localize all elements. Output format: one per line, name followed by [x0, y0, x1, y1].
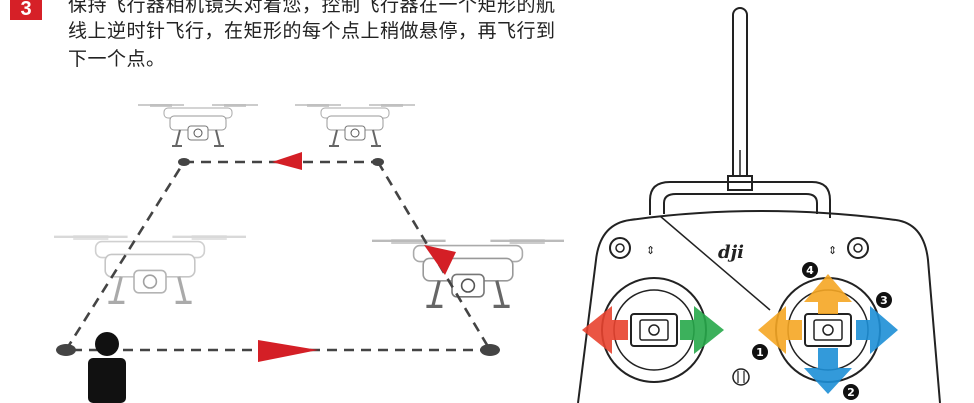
marker-4: 4 — [802, 262, 818, 278]
right-stick-down-arrow-icon — [804, 348, 852, 394]
right-stick-left-arrow-icon — [758, 306, 802, 354]
power-button — [732, 368, 750, 386]
drone-top-right-icon — [294, 103, 416, 147]
path-arrow-top-icon — [272, 152, 302, 170]
waypoint-top-left — [178, 158, 190, 166]
marker-3: 3 — [876, 292, 892, 308]
svg-text:1: 1 — [756, 346, 764, 359]
path-arrow-bottom-icon — [258, 340, 318, 362]
drone-bottom-left-icon — [52, 233, 248, 304]
left-stick-left-arrow-icon — [582, 306, 628, 354]
right-stick-right-arrow-icon — [856, 306, 898, 354]
svg-text:3: 3 — [880, 294, 888, 307]
path-arrow-right-icon — [424, 245, 456, 275]
instruction-line-3: 下一个点。 — [68, 48, 166, 70]
left-stick — [601, 277, 707, 383]
waypoint-top-right — [372, 158, 384, 166]
instruction-line-1: 保持飞行器相机镜头对着您，控制飞行器在一个矩形的航 — [68, 0, 556, 16]
svg-text:⇕: ⇕ — [828, 244, 837, 257]
marker-2: 2 — [843, 384, 859, 400]
waypoint-bottom-right — [480, 344, 500, 356]
step-number-badge: 3 — [10, 0, 42, 20]
waypoint-bottom-left — [56, 344, 76, 356]
svg-text:⇕: ⇕ — [646, 244, 655, 257]
brand-logo: dji — [718, 242, 744, 263]
remote-controller: ⇕ ⇕ dji 1 — [577, 7, 941, 403]
drone-bottom-right-icon — [370, 237, 566, 308]
right-stick-up-arrow-icon — [804, 274, 852, 314]
instruction-line-2: 线上逆时针飞行，在矩形的每个点上稍做悬停，再飞行到 — [68, 20, 556, 42]
drone-top-left-icon — [137, 103, 259, 147]
marker-1: 1 — [752, 344, 768, 360]
svg-text:2: 2 — [847, 386, 855, 399]
pilot-person-icon — [88, 332, 126, 403]
left-stick-right-arrow-icon — [680, 306, 724, 354]
svg-text:4: 4 — [806, 264, 814, 277]
